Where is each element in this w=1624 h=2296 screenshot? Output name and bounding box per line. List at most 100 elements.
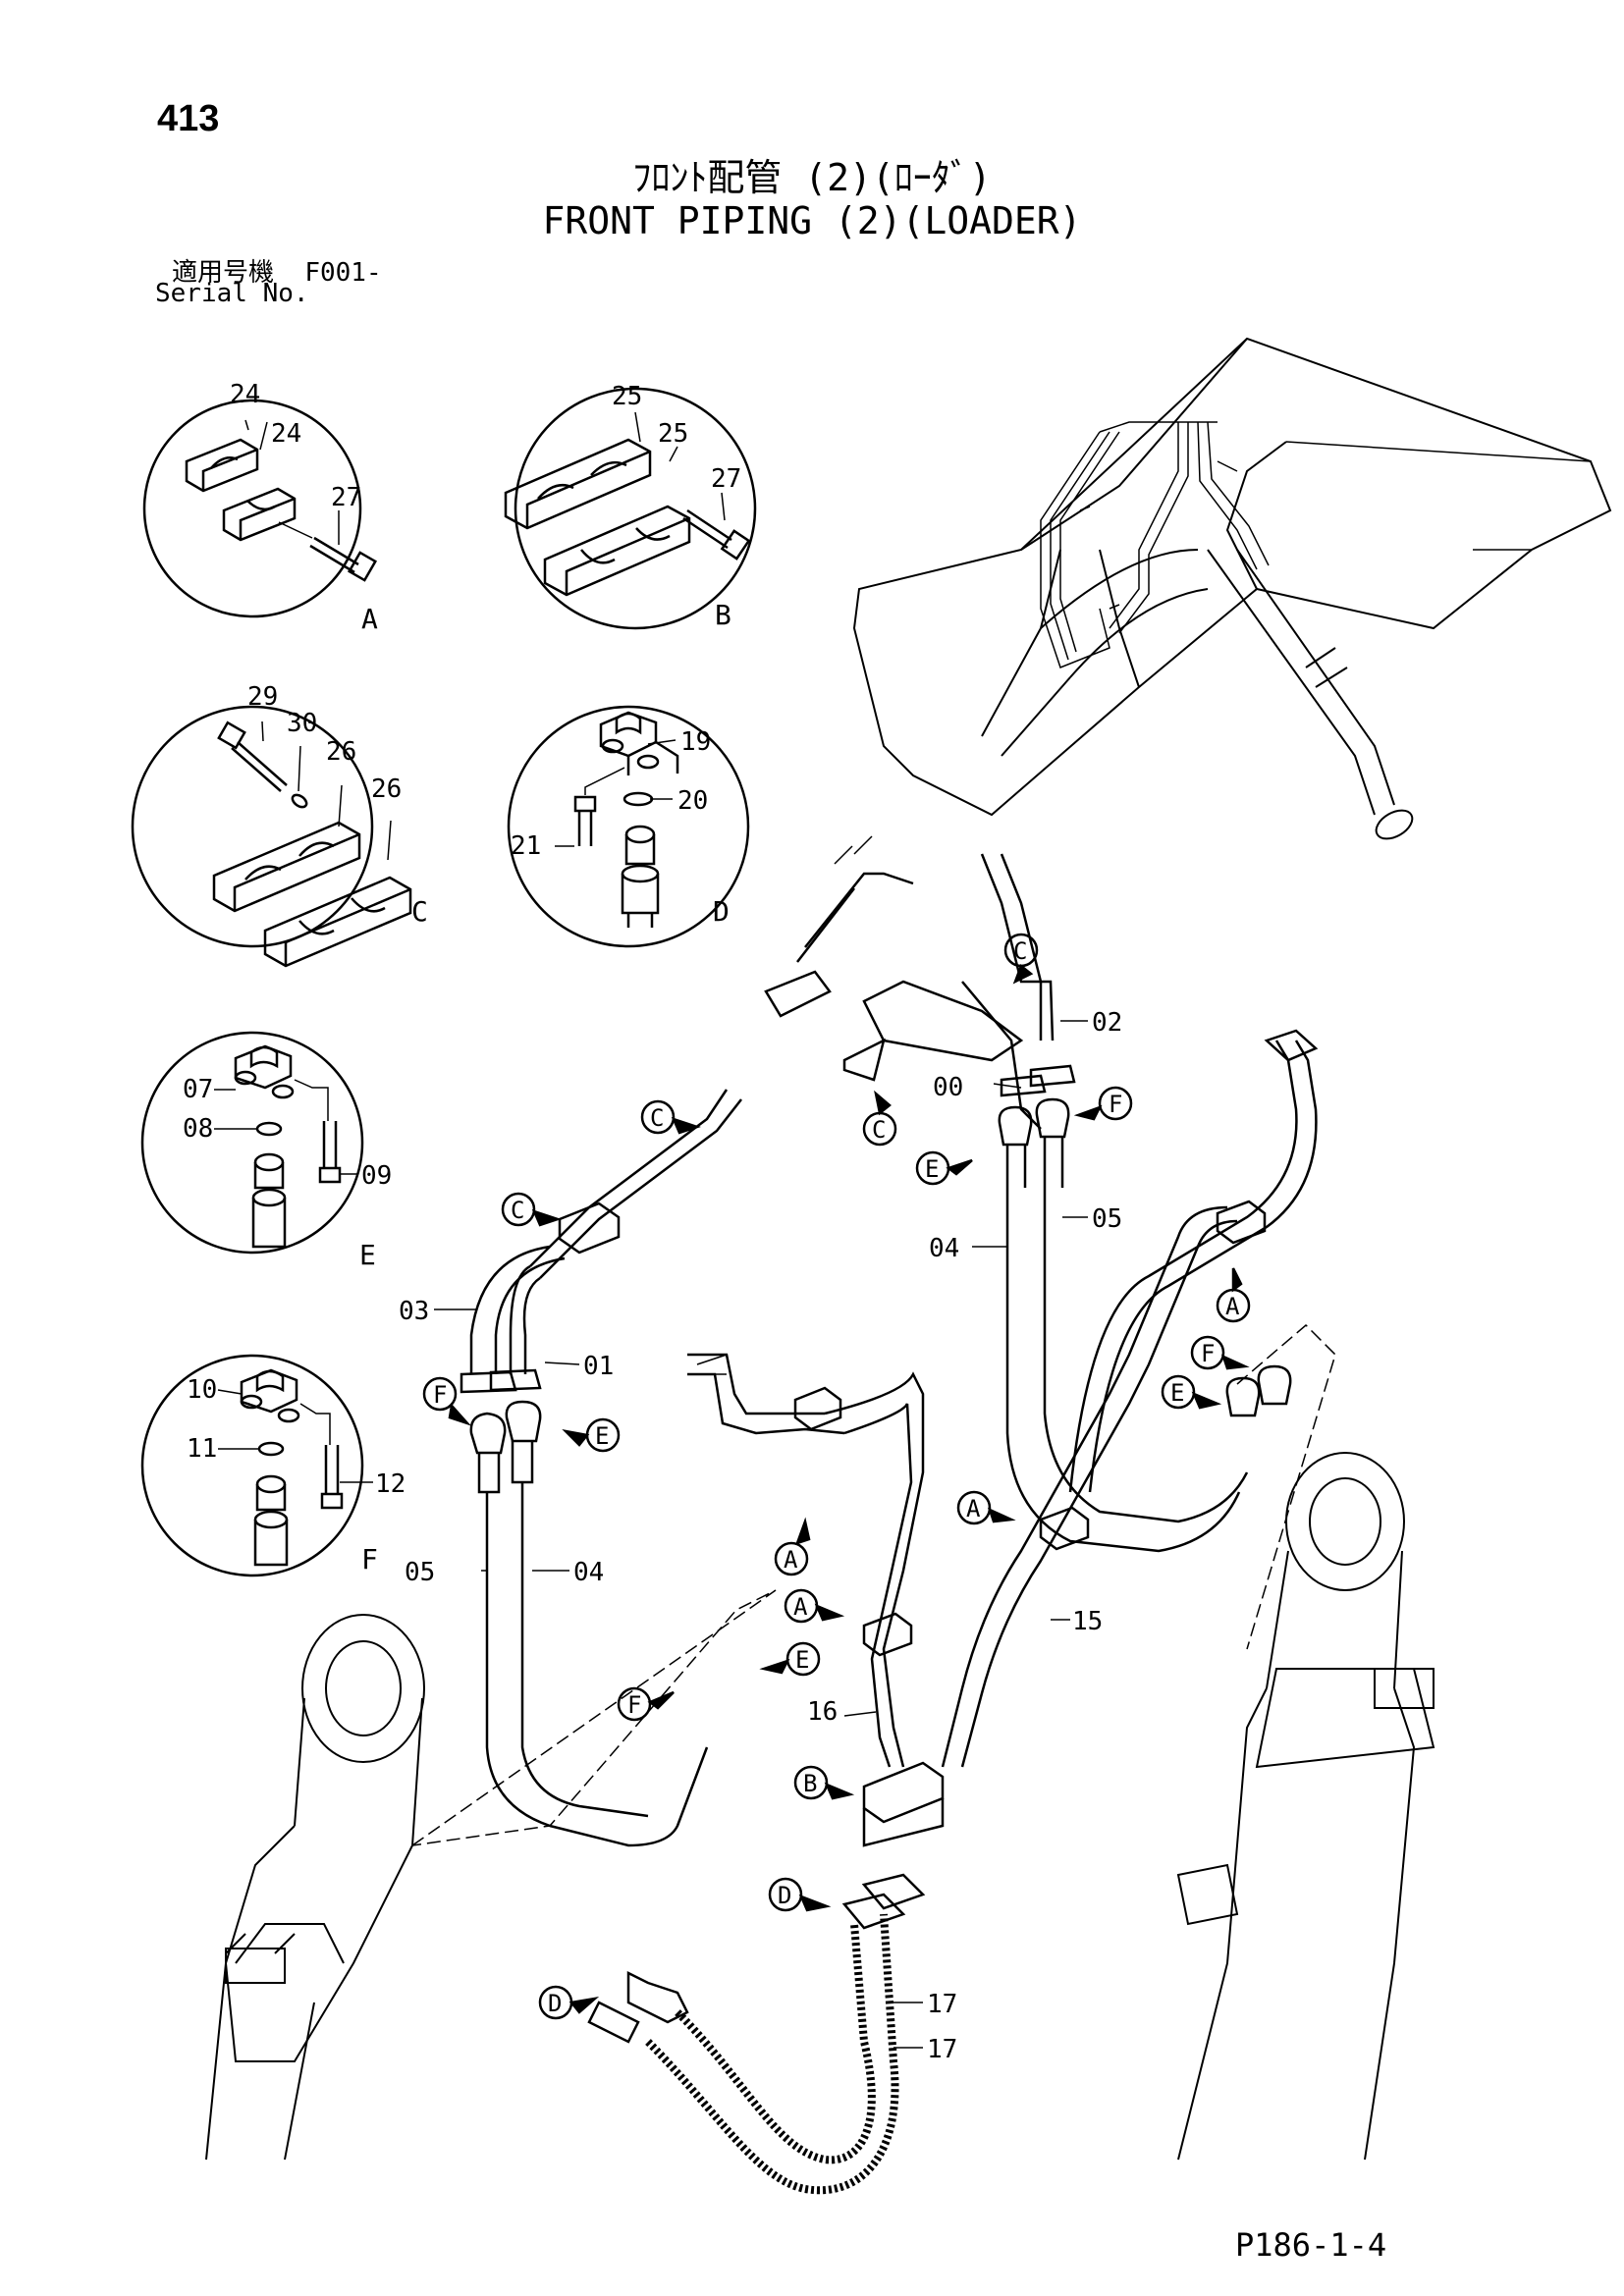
callout-01: 01 [583,1352,614,1381]
detail-view-f: 10 11 12 F [140,1354,406,1577]
detail-d-part-3: 21 [511,831,541,861]
detail-c-part-2: 30 [287,709,317,738]
serial-value: F001- [304,258,382,288]
serial-label-japanese: 適用号機 F001- [172,252,382,289]
marker-a-2: A [774,1517,811,1576]
marker-e-4: E [1161,1374,1222,1410]
marker-c-1: C [1003,933,1039,985]
pipe-clamp-b [862,1761,945,1847]
bolt [318,1121,342,1184]
split-flange [599,711,679,775]
svg-text:F: F [627,1691,641,1719]
serial-label-english: Serial No. [155,279,309,308]
clamp-pair-lower [263,876,412,968]
svg-text:E: E [595,1422,609,1450]
clamp-half-lower [222,487,297,542]
callout-04-left: 04 [573,1558,604,1587]
title-english: FRONT PIPING (2)(LOADER) [542,199,1082,242]
svg-text:F: F [1109,1091,1122,1118]
right-cylinder [1176,1452,1435,2161]
marker-a-1: A [1216,1267,1251,1323]
o-ring [623,791,654,807]
marker-d-2: D [538,1985,600,2020]
split-flange [240,1368,300,1423]
callout-17-lower: 17 [927,2035,957,2064]
pipe-clamp-a2 [862,1612,913,1657]
left-cylinder [205,1614,425,2161]
split-flange [234,1044,295,1099]
fitting [621,825,660,928]
svg-text:E: E [925,1155,939,1183]
washer [291,793,308,809]
hose-end-fittings [469,1400,542,1494]
marker-f-1: F [422,1376,472,1426]
svg-text:E: E [1170,1379,1184,1407]
clamp-markers: C C C C F E F [422,933,1251,2020]
detail-e-part-1: 07 [183,1075,213,1104]
clamp-half-upper [185,438,259,493]
hoses-17 [587,1873,926,2195]
callout-15: 15 [1072,1607,1103,1636]
part-number-labels: 02 00 05 04 03 01 05 04 15 16 17 17 [399,1008,1122,2064]
marker-c-4: C [501,1192,562,1227]
right-hose-ends [1225,1364,1292,1417]
detail-f-part-2: 11 [187,1434,217,1464]
detail-d-part-2: 20 [677,786,708,816]
marker-f-2: F [1073,1086,1133,1121]
marker-f-4: F [1190,1335,1250,1370]
detail-view-b: 25 25 27 B [504,382,757,631]
pipe-clamp-a3 [1039,1506,1090,1551]
svg-text:C: C [1013,937,1027,965]
o-ring [255,1121,283,1137]
pipe-clamp-a1 [793,1386,842,1431]
bolt [320,1445,344,1510]
title-japanese: ﾌﾛﾝﾄ配管 (2)(ﾛｰﾀﾞ) [632,156,992,199]
right-pipe [1068,1029,1319,1493]
marker-e-3: E [759,1641,821,1677]
marker-a-3: A [784,1588,845,1624]
clamp-pair-upper [212,821,361,913]
bolt [309,536,378,582]
svg-text:B: B [803,1770,817,1797]
svg-text:C: C [650,1104,664,1132]
svg-text:E: E [795,1646,809,1674]
detail-c-part-3: 26 [326,737,356,767]
clamp-pair-lower [543,505,691,597]
bolt [682,508,751,561]
detail-f-part-3: 12 [375,1469,406,1499]
drawing-code: P186-1-4 [1235,2226,1387,2264]
fitting [253,1474,289,1567]
hose-end-fittings [998,1097,1070,1188]
upper-pipe-assembly [842,853,1249,1553]
detail-view-a: 24 24 27 A [142,380,378,635]
loader-overview [852,337,1612,840]
detail-b-part-3: 27 [711,464,741,494]
pipe-clamp-left [558,1201,621,1255]
detail-c-part-4: 26 [371,774,402,804]
detail-d-part-1: 19 [680,727,711,757]
o-ring [257,1441,285,1457]
marker-a-4: A [956,1490,1016,1525]
marker-e-1: E [562,1417,621,1453]
page-number: 413 [157,98,220,139]
marker-f-3: F [617,1686,675,1722]
detail-e-part-3: 09 [361,1161,392,1191]
svg-text:C: C [872,1116,886,1144]
detail-c-part-1: 29 [247,682,278,712]
marker-b: B [793,1765,855,1800]
detail-f-part-1: 10 [187,1375,217,1405]
clamp-pair-upper [504,438,652,530]
svg-text:A: A [784,1546,798,1574]
svg-text:F: F [433,1381,447,1409]
callout-17-upper: 17 [927,1990,957,2019]
marker-c-3: C [640,1099,701,1135]
callout-05-left: 05 [405,1558,435,1587]
detail-view-d: 19 20 21 D [507,705,750,948]
svg-text:D: D [548,1990,562,2017]
callout-03: 03 [399,1297,429,1326]
callout-leaders [434,1020,1088,2049]
detail-a-part-3: 27 [331,483,361,512]
marker-c-2: C [862,1090,897,1147]
pipe-clamp-a4 [1216,1200,1267,1245]
